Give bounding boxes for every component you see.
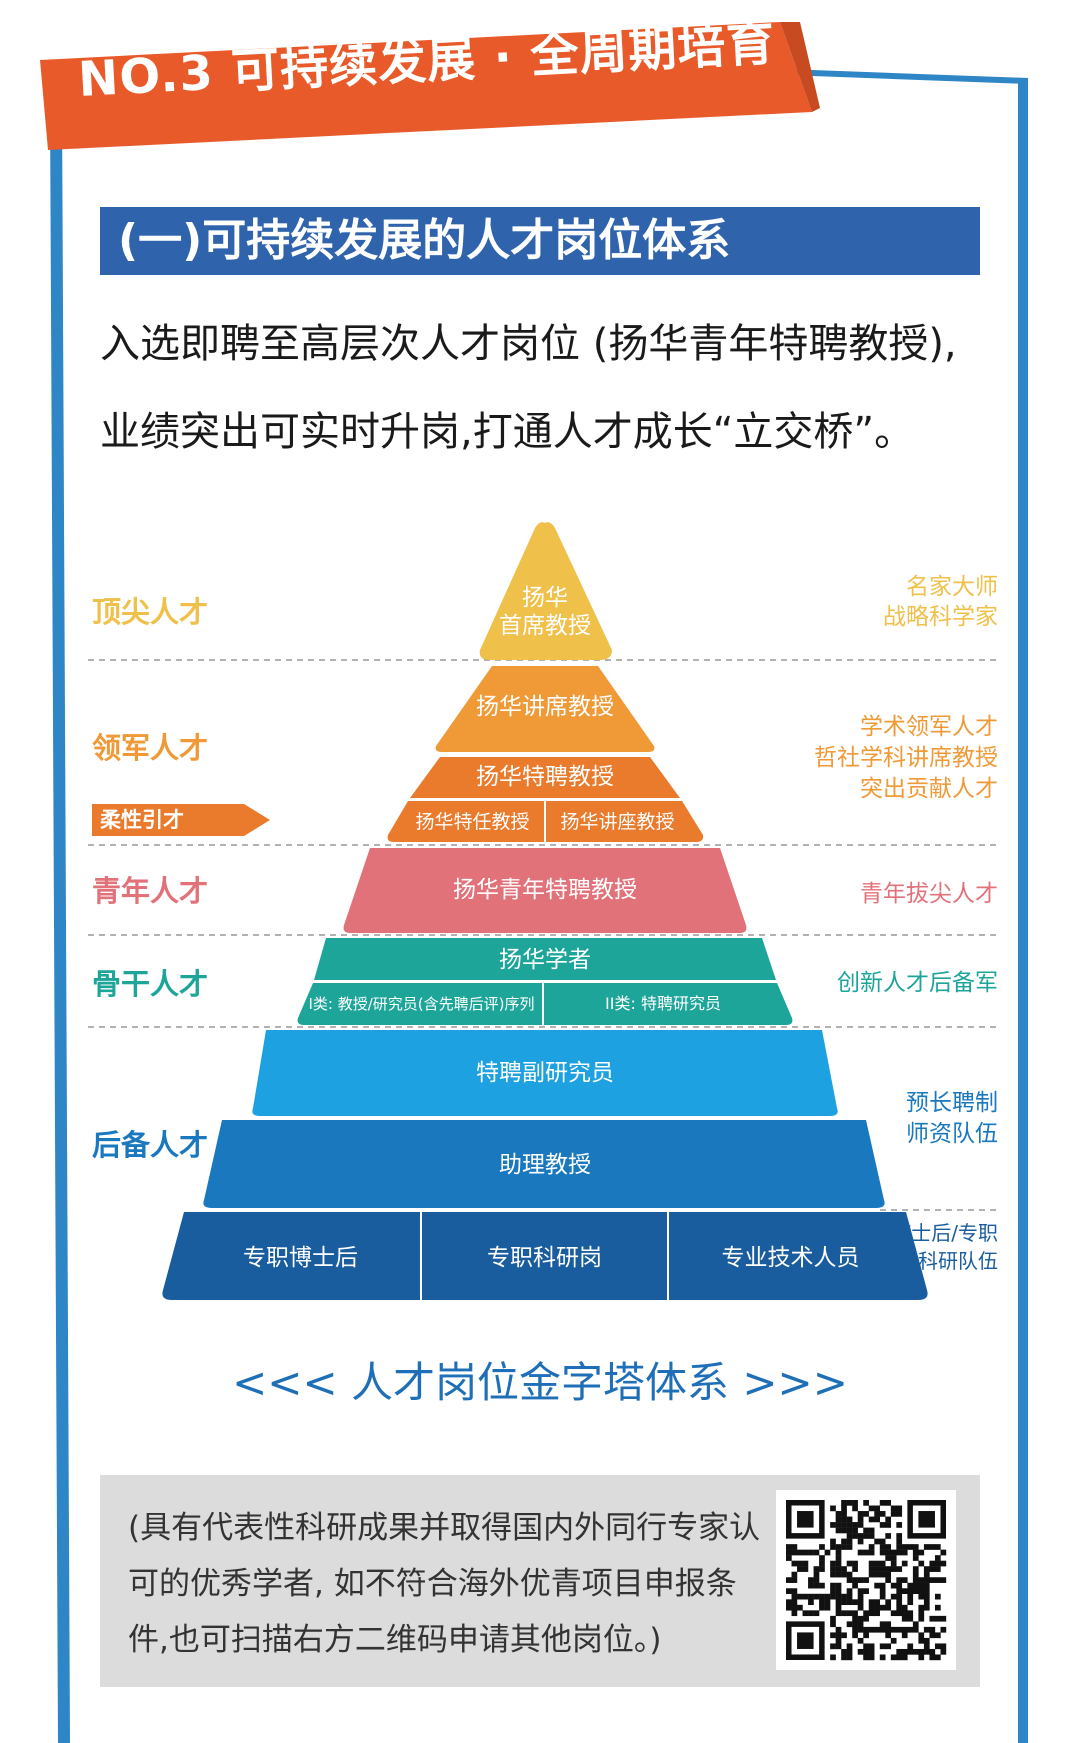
tier-label-top: 顶尖人才	[92, 595, 209, 629]
tier-assoc-researcher	[252, 1030, 838, 1116]
chair-label: 扬华讲席教授	[476, 694, 614, 720]
frame-border-top	[760, 68, 1028, 84]
intro-line-2: 业绩突出可实时升岗,打通人才成长“立交桥”。	[100, 409, 915, 455]
right-label-leading-1: 学术领军人才	[860, 714, 998, 740]
right-label-youth: 青年拔尖人才	[860, 881, 998, 907]
tier-asst-professor	[203, 1120, 885, 1208]
right-label-postdoc-1: 博士后/专职	[891, 1221, 998, 1245]
right-label-backbone: 创新人才后备军	[837, 970, 998, 996]
scholar-label: 扬华学者	[499, 947, 591, 973]
lecture-label: 扬华讲座教授	[560, 811, 675, 833]
tier-distinguished-professor	[410, 757, 680, 798]
right-label-top-2: 战略科学家	[883, 604, 998, 630]
scholar-type2-label: II类: 特聘研究员	[605, 994, 721, 1013]
tier-base	[162, 1212, 928, 1300]
frame-border-right	[1018, 80, 1028, 1743]
tier-chief-professor	[479, 522, 612, 660]
chief-label-2: 首席教授	[499, 613, 591, 639]
asst-professor-label: 助理教授	[499, 1152, 591, 1178]
distinguished-label: 扬华特聘教授	[476, 764, 614, 790]
scholar-type1-label: I类: 教授/研究员(含先聘后评)序列	[308, 995, 535, 1013]
header-banner	[40, 22, 812, 150]
tier-label-reserve: 后备人才	[92, 1128, 209, 1162]
note-text: (具有代表性科研成果并取得国内外同行专家认可的优秀学者, 如不符合海外优青项目申…	[128, 1510, 761, 1658]
postdoc-label: 专职博士后	[243, 1245, 358, 1271]
right-label-postdoc-2: 科研队伍	[918, 1249, 998, 1273]
qr-code-icon[interactable]	[776, 1490, 956, 1670]
frame-border-left	[50, 105, 70, 1743]
tier-label-youth: 青年人才	[92, 874, 209, 908]
tier-label-leading: 领军人才	[92, 731, 209, 765]
section-title: (一)可持续发展的人才岗位体系	[118, 215, 731, 266]
right-label-reserve-2: 师资队伍	[906, 1121, 998, 1147]
research-post-label: 专职科研岗	[487, 1245, 602, 1271]
right-label-reserve-1: 预长聘制	[906, 1090, 998, 1116]
special-label: 扬华特任教授	[415, 811, 530, 833]
right-label-leading-2: 哲社学科讲席教授	[814, 745, 998, 771]
young-distinguished-label: 扬华青年特聘教授	[453, 877, 637, 903]
right-label-leading-3: 突出贡献人才	[860, 776, 998, 802]
qr-code-frame	[776, 1490, 956, 1670]
tier-scholar	[314, 938, 776, 980]
chief-label-1: 扬华	[522, 585, 568, 611]
right-label-top-1: 名家大师	[906, 574, 998, 600]
tier-chair-professor	[435, 666, 655, 752]
banner-tail	[780, 22, 820, 112]
tier-label-flexible: 柔性引才	[100, 808, 184, 832]
intro-line-1: 入选即聘至高层次人才岗位 (扬华青年特聘教授),	[100, 321, 957, 367]
tech-staff-label: 专业技术人员	[721, 1245, 860, 1271]
tier-scholar-types	[297, 983, 793, 1025]
tier-young-distinguished	[343, 848, 747, 933]
assoc-researcher-label: 特聘副研究员	[476, 1060, 614, 1086]
section-title-bar	[100, 207, 980, 275]
flexible-tag-arrow	[92, 804, 270, 836]
tier-label-backbone: 骨干人才	[92, 967, 209, 1001]
pyramid-caption: <<< 人才岗位金字塔体系 >>>	[232, 1358, 848, 1407]
